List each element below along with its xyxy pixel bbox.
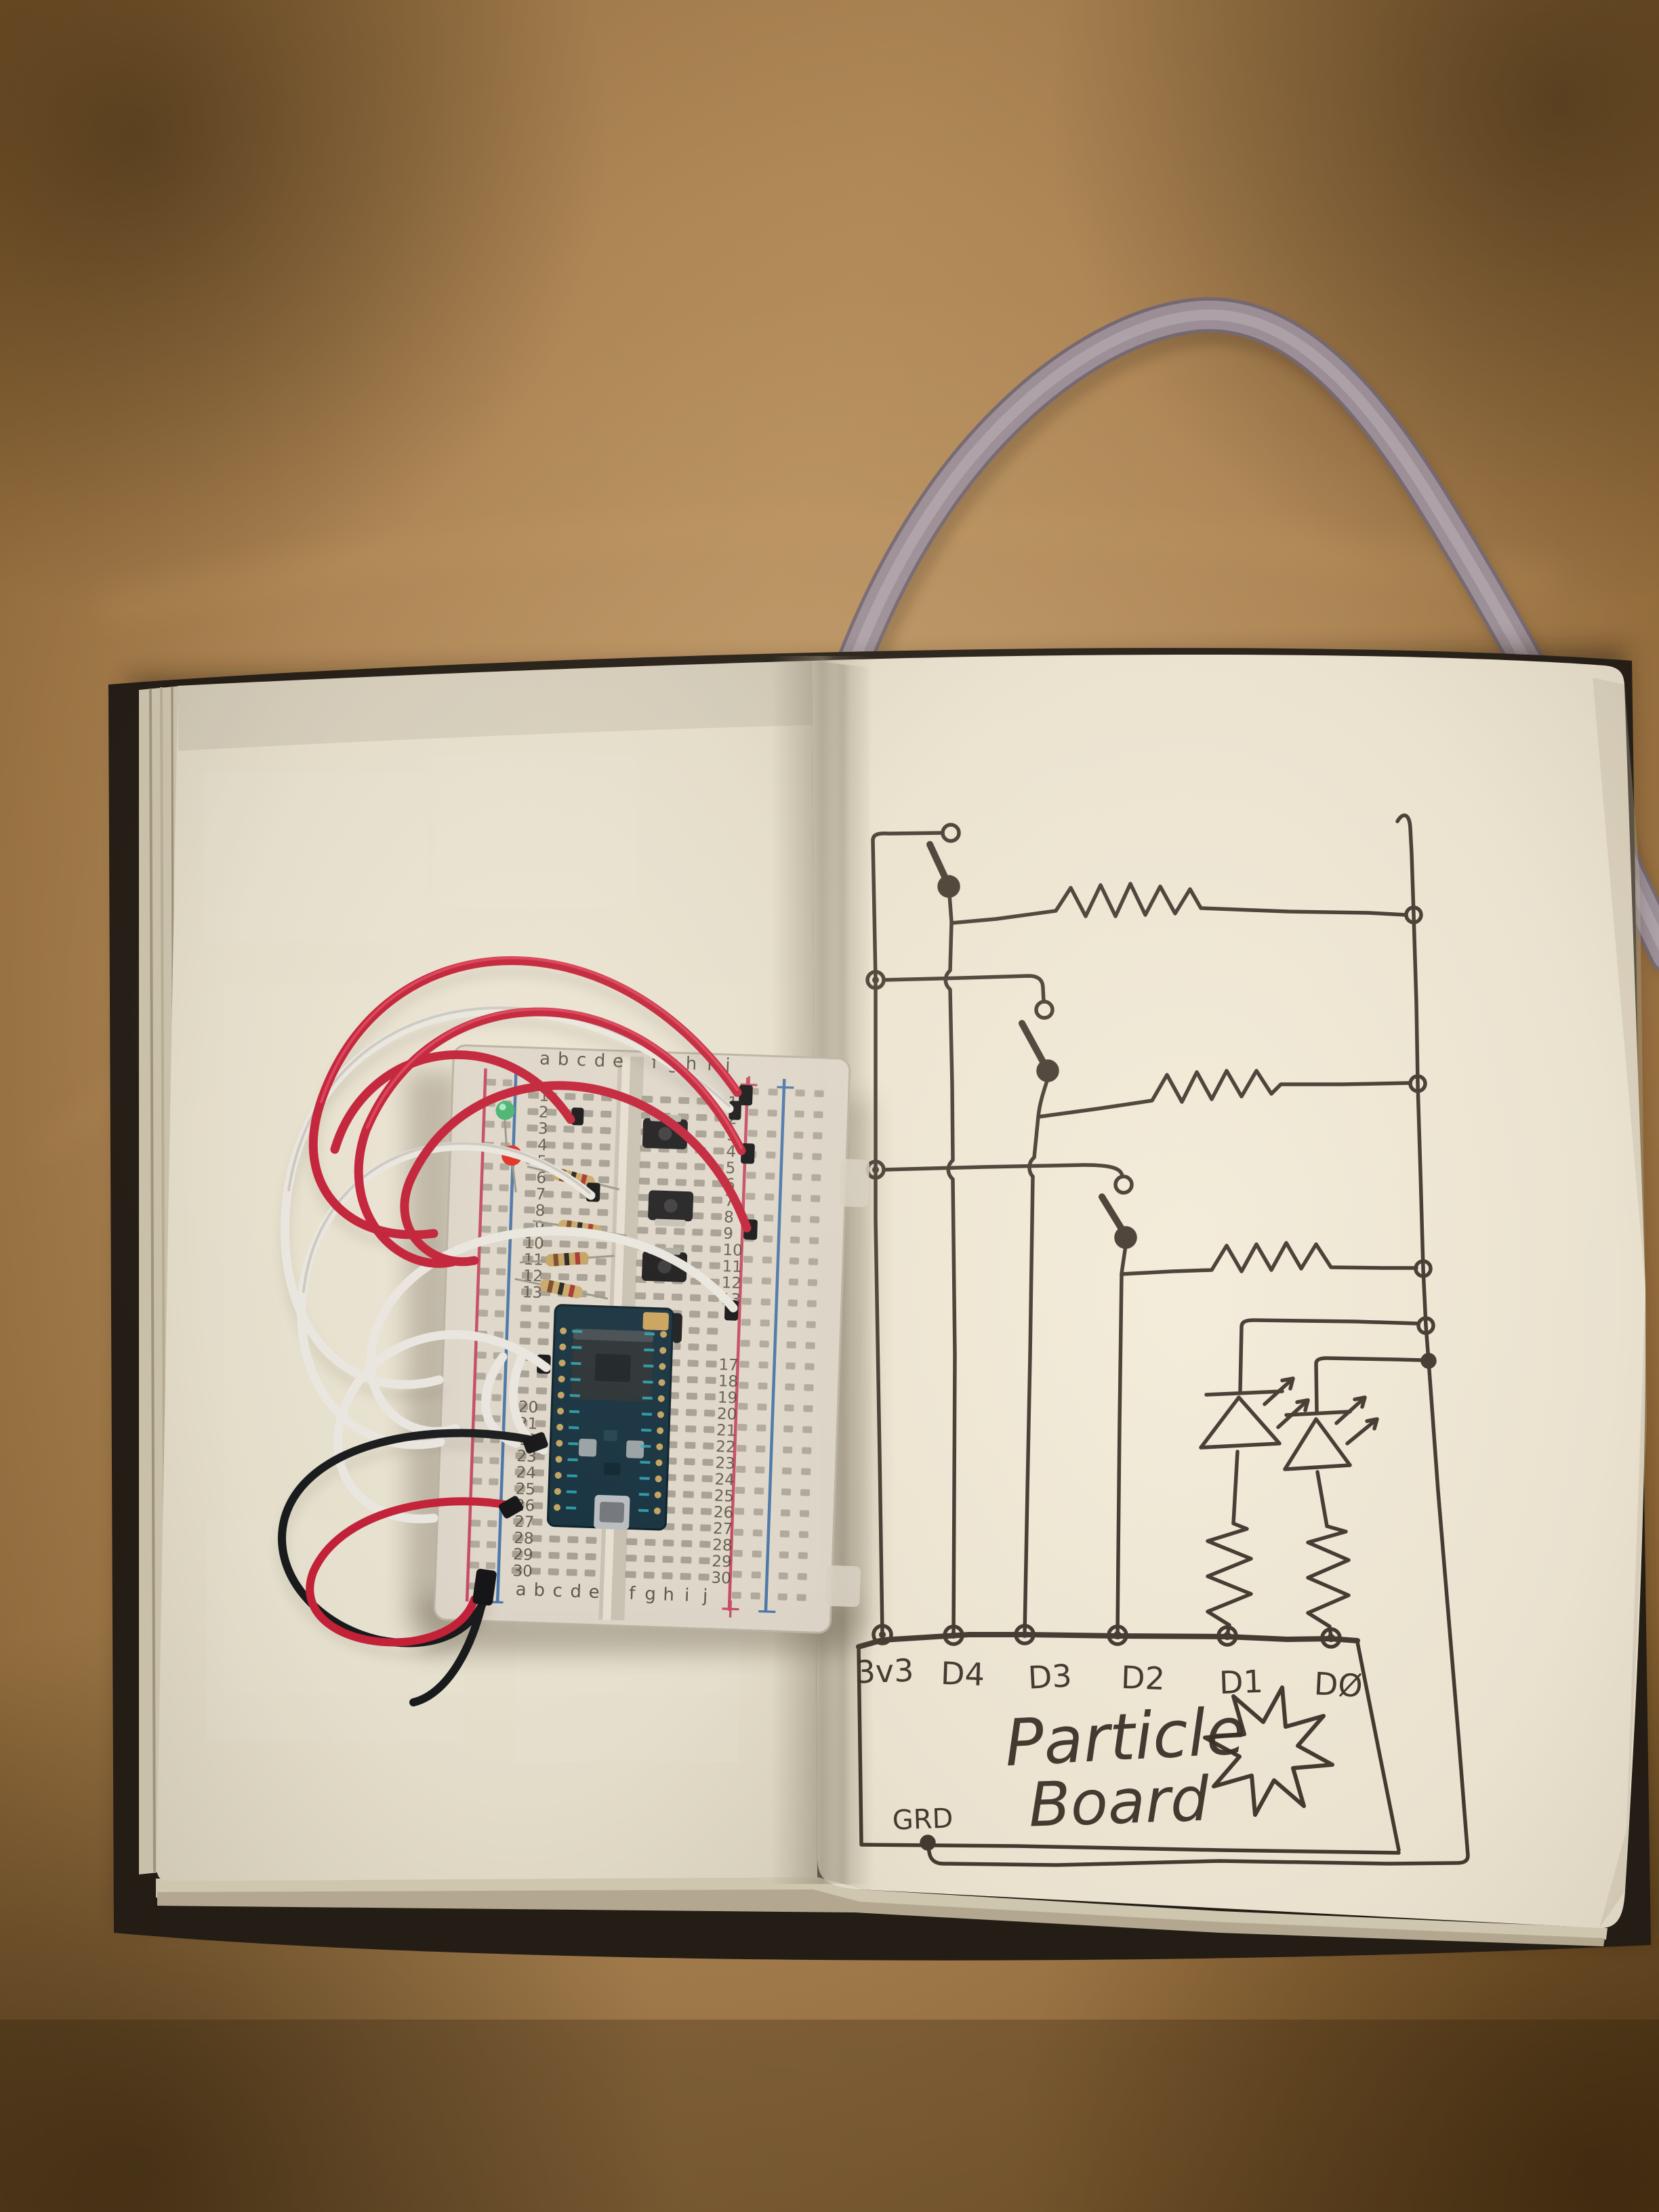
page-stack-bottom <box>156 1876 1607 1946</box>
schematic-grd-pin <box>920 1835 936 1851</box>
board-title-line2: Board <box>1027 1763 1210 1841</box>
grd-label: GRD <box>892 1803 954 1836</box>
lighting-overlays <box>0 271 1659 2212</box>
star-doodle <box>1203 1685 1334 1817</box>
